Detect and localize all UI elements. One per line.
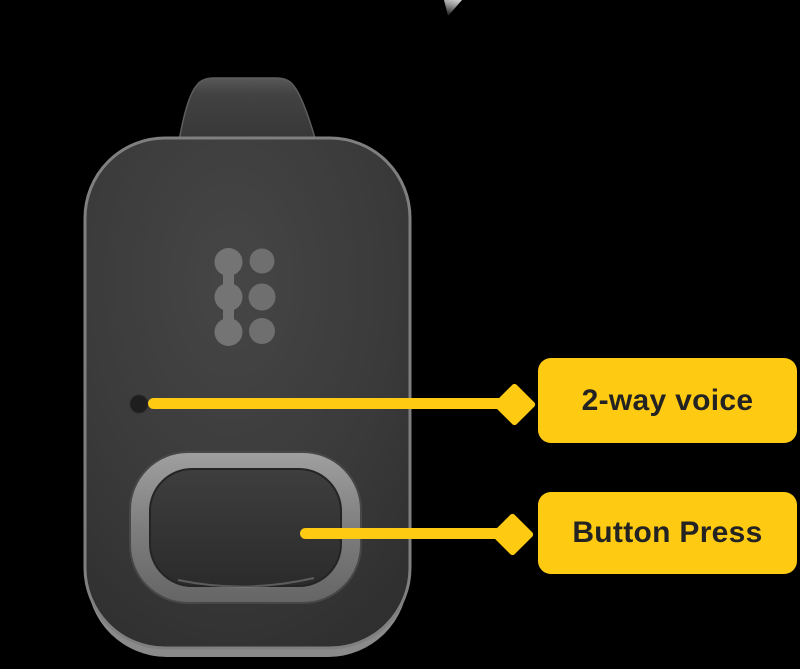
voice-callout-label: 2-way voice xyxy=(538,358,797,443)
sos-button-highlight xyxy=(177,577,315,588)
microphone-hole xyxy=(129,394,149,414)
voice-callout-text: 2-way voice xyxy=(581,383,754,417)
voice-callout-line xyxy=(148,398,515,409)
button-callout-label: Button Press xyxy=(538,492,797,574)
button-callout-text: Button Press xyxy=(572,516,763,549)
sos-button-surface xyxy=(149,468,342,587)
six-dots-brand-logo-icon xyxy=(214,248,276,346)
button-callout-line xyxy=(300,528,513,539)
sos-button xyxy=(129,451,362,604)
